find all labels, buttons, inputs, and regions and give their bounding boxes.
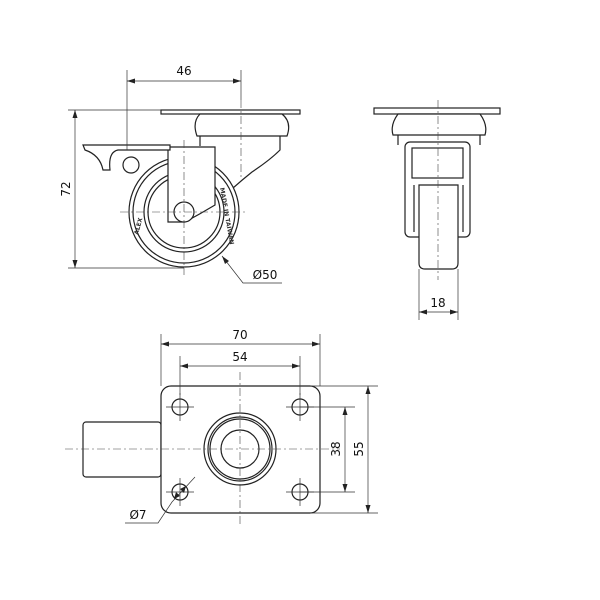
dimension-wheel-diameter: Ø50 xyxy=(253,268,278,282)
dimension-18: 18 xyxy=(430,296,445,310)
dimension-55: 55 xyxy=(352,441,366,456)
side-view: ALEX MADE IN TAIWAN 46 72 Ø50 xyxy=(59,64,301,284)
dimension-72: 72 xyxy=(59,181,73,196)
front-view: 18 xyxy=(373,100,501,320)
dimension-hole-diameter: Ø7 xyxy=(129,508,146,522)
wheel-front xyxy=(418,184,459,270)
brake-lever xyxy=(82,144,171,171)
brake-pivot xyxy=(122,156,140,174)
wheel-brand-text: ALEX xyxy=(133,217,144,236)
brake-pedal-top xyxy=(82,421,162,478)
dimension-54: 54 xyxy=(232,350,247,364)
top-plate-front xyxy=(373,107,501,115)
swivel-bearing xyxy=(411,147,464,179)
mounting-plate xyxy=(160,385,321,514)
top-view: 70 54 38 55 Ø7 xyxy=(65,328,378,527)
dimension-38: 38 xyxy=(329,441,343,456)
dimension-46: 46 xyxy=(176,64,191,78)
dimension-70: 70 xyxy=(232,328,247,342)
swivel-head xyxy=(194,113,290,137)
swivel-head-front xyxy=(391,113,487,136)
